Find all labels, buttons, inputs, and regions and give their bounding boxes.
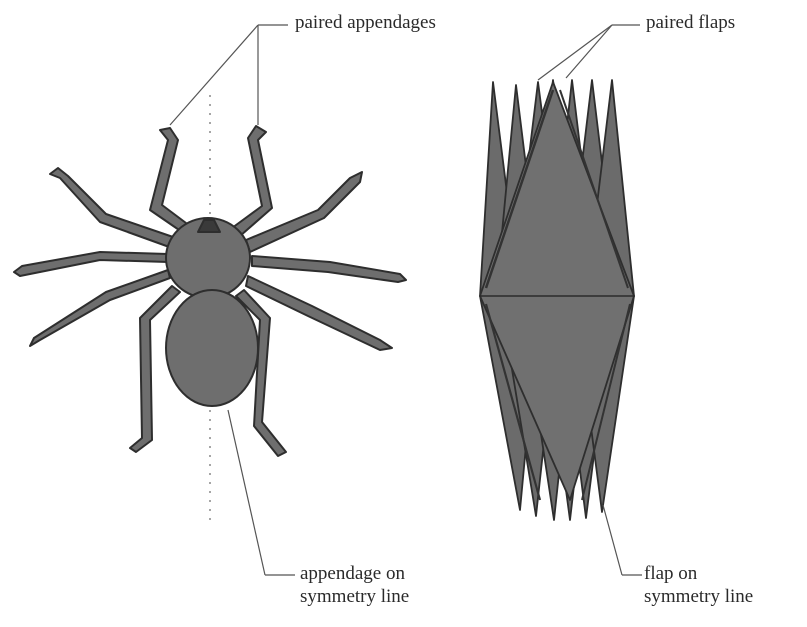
label-flap-on-symmetry-line-2: symmetry line bbox=[644, 586, 753, 608]
label-paired-appendages: paired appendages bbox=[295, 12, 436, 34]
flap-base-figure bbox=[480, 80, 634, 520]
spider-abdomen bbox=[166, 290, 258, 406]
leg-front-right bbox=[232, 126, 272, 236]
label-flap-on-symmetry-line-1: flap on bbox=[644, 563, 697, 585]
leader-paired-appendages-a bbox=[170, 25, 258, 125]
leg-front-left bbox=[150, 128, 190, 232]
label-appendage-on-symmetry-line-2: symmetry line bbox=[300, 586, 409, 608]
label-paired-flaps: paired flaps bbox=[646, 12, 735, 34]
leader-paired-flaps-b bbox=[566, 25, 612, 78]
leader-paired-flaps-a bbox=[538, 25, 612, 80]
leader-flap-sym-a bbox=[603, 505, 622, 575]
leader-appendage-sym-a bbox=[228, 410, 265, 575]
spider-figure bbox=[14, 95, 406, 520]
leg-third-left bbox=[14, 252, 168, 276]
label-appendage-on-symmetry-line-1: appendage on bbox=[300, 563, 405, 585]
leg-third-right bbox=[252, 256, 406, 282]
